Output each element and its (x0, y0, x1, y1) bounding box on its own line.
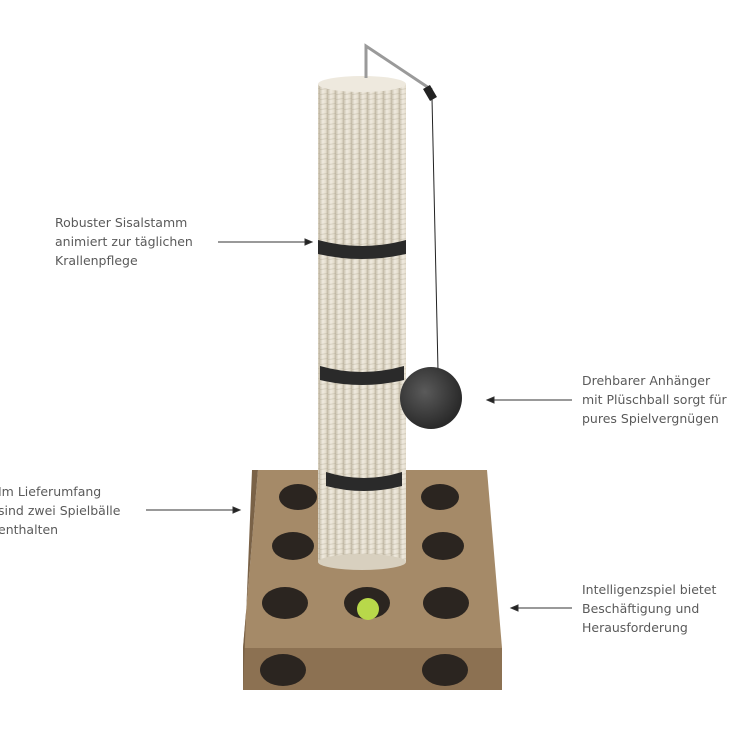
post-band (320, 366, 404, 385)
annotation-arrows (146, 238, 572, 612)
annotation-line: Intelligenzspiel bietet (582, 582, 717, 597)
plush-ball (400, 367, 462, 429)
sisal-post (318, 76, 406, 570)
annotation-line: enthalten (0, 522, 59, 537)
annotation-line: Krallenpflege (55, 253, 138, 268)
toy-ball (357, 598, 379, 620)
annotation-line: mit Plüschball sorgt für (582, 392, 727, 407)
annotation-line: Herausforderung (582, 620, 688, 635)
puzzle-annotation: Intelligenzspiel bietet Beschäftigung un… (582, 580, 716, 637)
post-band (326, 472, 402, 491)
puzzle-box-base (243, 470, 502, 690)
annotation-line: pures Spielvergnügen (582, 411, 719, 426)
post-annotation: Robuster Sisalstamm animiert zur täglich… (55, 213, 193, 270)
annotation-line: Robuster Sisalstamm (55, 215, 188, 230)
pendant-annotation: Drehbarer Anhänger mit Plüschball sorgt … (582, 371, 727, 428)
rotating-pendant (364, 43, 462, 429)
annotation-line: Im Lieferumfang (0, 484, 102, 499)
annotation-line: Drehbarer Anhänger (582, 373, 711, 388)
annotation-line: Beschäftigung und (582, 601, 700, 616)
annotation-line: animiert zur täglichen (55, 234, 193, 249)
post-band (318, 240, 406, 259)
balls-annotation: Im Lieferumfang sind zwei Spielbälle ent… (0, 482, 120, 539)
annotation-line: sind zwei Spielbälle (0, 503, 121, 518)
